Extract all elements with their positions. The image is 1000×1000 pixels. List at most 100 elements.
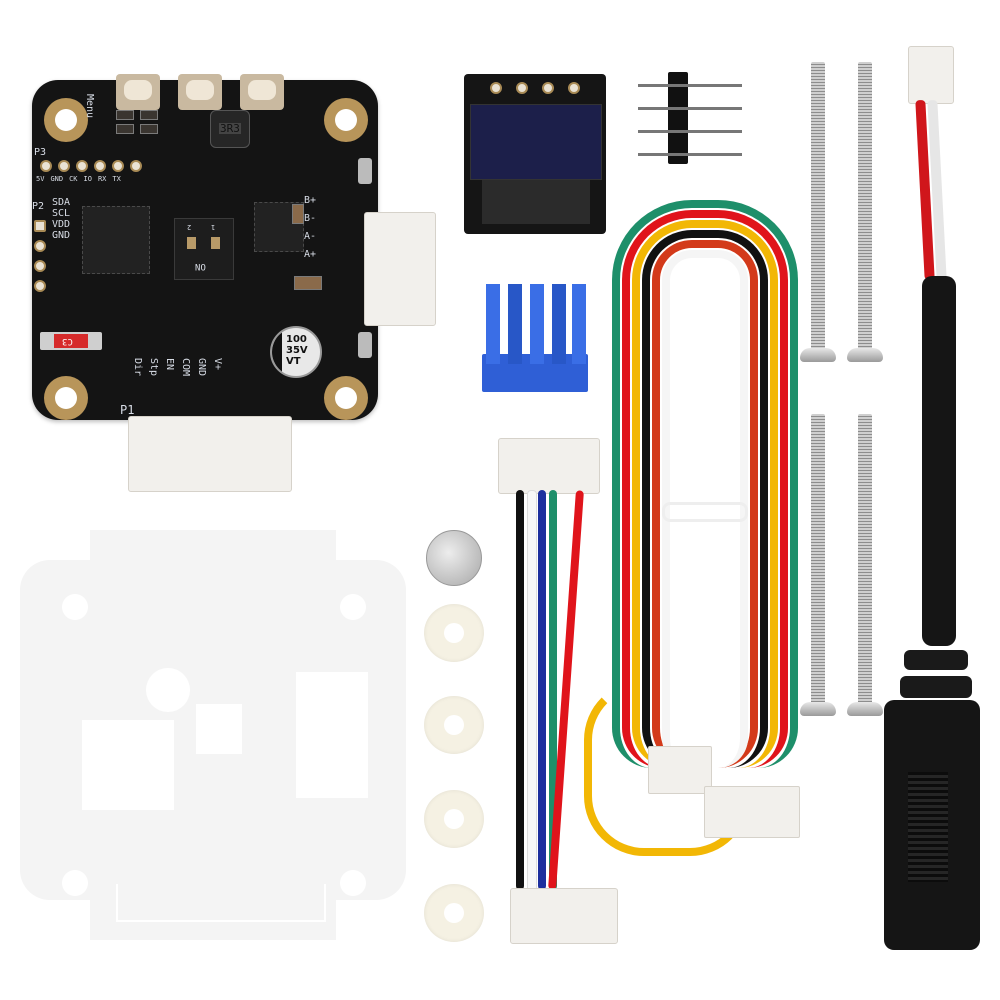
plate-cutout-round bbox=[146, 668, 190, 712]
dc-barrel-jack[interactable] bbox=[884, 700, 980, 950]
dip-switch[interactable]: 2 1 ON bbox=[174, 218, 234, 280]
motor-connector-4pin[interactable] bbox=[364, 212, 436, 326]
mounting-hole-bl bbox=[44, 376, 88, 420]
silk-p1-pin: Dir bbox=[132, 358, 143, 377]
magnet-disc bbox=[426, 530, 482, 586]
silk-p3-pin: TX bbox=[112, 175, 121, 183]
motor-pin-labels-stack: B+ B- A- A+ bbox=[304, 196, 316, 260]
plate-cutout-square bbox=[82, 720, 174, 810]
heatsink bbox=[482, 284, 588, 392]
pad bbox=[76, 160, 88, 172]
smd-part bbox=[116, 110, 134, 120]
plate-cutout-small bbox=[196, 704, 242, 754]
strain-relief bbox=[900, 676, 972, 698]
wire-blue bbox=[538, 490, 546, 890]
smd-part bbox=[140, 110, 158, 120]
silk-c3: C3 bbox=[62, 336, 73, 346]
pad bbox=[112, 160, 124, 172]
mounting-hole-br bbox=[324, 376, 368, 420]
control-connector-6pin[interactable] bbox=[128, 416, 292, 492]
pad bbox=[34, 280, 46, 292]
silk-p3-pin: CK bbox=[69, 175, 78, 183]
stepper-driver-board: Menu 3R3 P3 5V GND CK IO RX TX P2 SDA SC… bbox=[32, 74, 378, 420]
tact-button-3[interactable] bbox=[240, 74, 284, 110]
silk-p3-pin: 5V bbox=[36, 175, 45, 183]
power-cable-jacket bbox=[922, 276, 956, 646]
nylon-washer bbox=[424, 790, 484, 848]
screw-1 bbox=[811, 62, 825, 350]
screw-head bbox=[847, 348, 883, 362]
silk-motor-pin: B- bbox=[304, 213, 317, 224]
pin-header-4pin bbox=[638, 72, 742, 164]
oled-ribbon bbox=[482, 180, 590, 224]
p3-pin-labels: 5V GND CK IO RX TX bbox=[36, 176, 121, 183]
silk-motor-pin: A- bbox=[304, 231, 317, 242]
side-button-bottom[interactable] bbox=[358, 332, 372, 358]
pad bbox=[58, 160, 70, 172]
silk-p3-pin: GND bbox=[50, 175, 64, 183]
silk-p2-pin: SDA bbox=[52, 197, 71, 208]
silk-p3: P3 bbox=[34, 147, 47, 158]
cap-voltage: 35V bbox=[286, 345, 308, 356]
silk-p1-pin: EN bbox=[164, 358, 175, 371]
dip-toggle-2[interactable] bbox=[211, 237, 220, 249]
side-button-top[interactable] bbox=[358, 158, 372, 184]
cable-6pin-connector-b[interactable] bbox=[704, 786, 800, 838]
wire-white bbox=[527, 490, 537, 892]
screw-4 bbox=[858, 414, 872, 704]
screw-2 bbox=[858, 62, 872, 350]
screw-head bbox=[800, 348, 836, 362]
silk-p1: P1 bbox=[120, 403, 135, 417]
oled-display-module bbox=[464, 74, 606, 234]
p1-pin-labels: Dir Stp EN COM GND V+ bbox=[132, 358, 223, 377]
oled-pin bbox=[490, 82, 502, 94]
plate-hole bbox=[62, 870, 88, 896]
oled-pin bbox=[568, 82, 580, 94]
nylon-washer bbox=[424, 696, 484, 754]
silk-p2-pin: GND bbox=[52, 230, 71, 241]
silk-inductor: 3R3 bbox=[219, 122, 241, 135]
dip-toggle-1[interactable] bbox=[187, 237, 196, 249]
silk-p1-pin: COM bbox=[180, 358, 191, 377]
pad bbox=[94, 160, 106, 172]
capacitor-c3: C3 bbox=[40, 332, 102, 350]
silk-dip-on: ON bbox=[195, 261, 206, 271]
smd-part bbox=[140, 124, 158, 134]
smd-part bbox=[294, 276, 322, 290]
silk-p3-pin: IO bbox=[83, 175, 92, 183]
pad bbox=[130, 160, 142, 172]
silk-dip-number: 1 bbox=[211, 223, 216, 231]
smd-part bbox=[116, 124, 134, 134]
screw-3 bbox=[811, 414, 825, 704]
silk-p1-pin: GND bbox=[196, 358, 207, 377]
silk-p1-pin: V+ bbox=[212, 358, 223, 371]
mounting-hole-tr bbox=[324, 98, 368, 142]
electrolytic-capacitor: 100 35V VT bbox=[270, 326, 322, 378]
strain-relief bbox=[904, 650, 968, 670]
silk-p1-pin: Stp bbox=[148, 358, 159, 377]
silk-motor-pin: B+ bbox=[304, 195, 317, 206]
tact-button-1[interactable] bbox=[116, 74, 160, 110]
tact-button-2[interactable] bbox=[178, 74, 222, 110]
silk-dip-number: 2 bbox=[187, 223, 192, 231]
wire-green bbox=[549, 490, 557, 890]
acrylic-cover-plate bbox=[20, 530, 406, 940]
pad bbox=[34, 240, 46, 252]
p2-pin-labels: SDA SCL VDD GND bbox=[52, 198, 70, 241]
pad bbox=[40, 160, 52, 172]
silk-p3-pin: RX bbox=[97, 175, 107, 183]
cable-4pin-bottom-connector[interactable] bbox=[510, 888, 618, 944]
mcu-chip bbox=[82, 206, 150, 274]
cable-4pin-top-connector[interactable] bbox=[498, 438, 600, 494]
cable-tie bbox=[662, 502, 748, 522]
cap-series: VT bbox=[286, 356, 301, 367]
cable-6pin-connector-a[interactable] bbox=[648, 746, 712, 794]
screw-head bbox=[800, 702, 836, 716]
power-connector-2pin[interactable] bbox=[908, 46, 954, 104]
pad bbox=[34, 220, 46, 232]
pad bbox=[34, 260, 46, 272]
plate-hole bbox=[62, 594, 88, 620]
silk-p2: P2 bbox=[32, 201, 45, 212]
screw-head bbox=[847, 702, 883, 716]
plate-hole bbox=[340, 594, 366, 620]
